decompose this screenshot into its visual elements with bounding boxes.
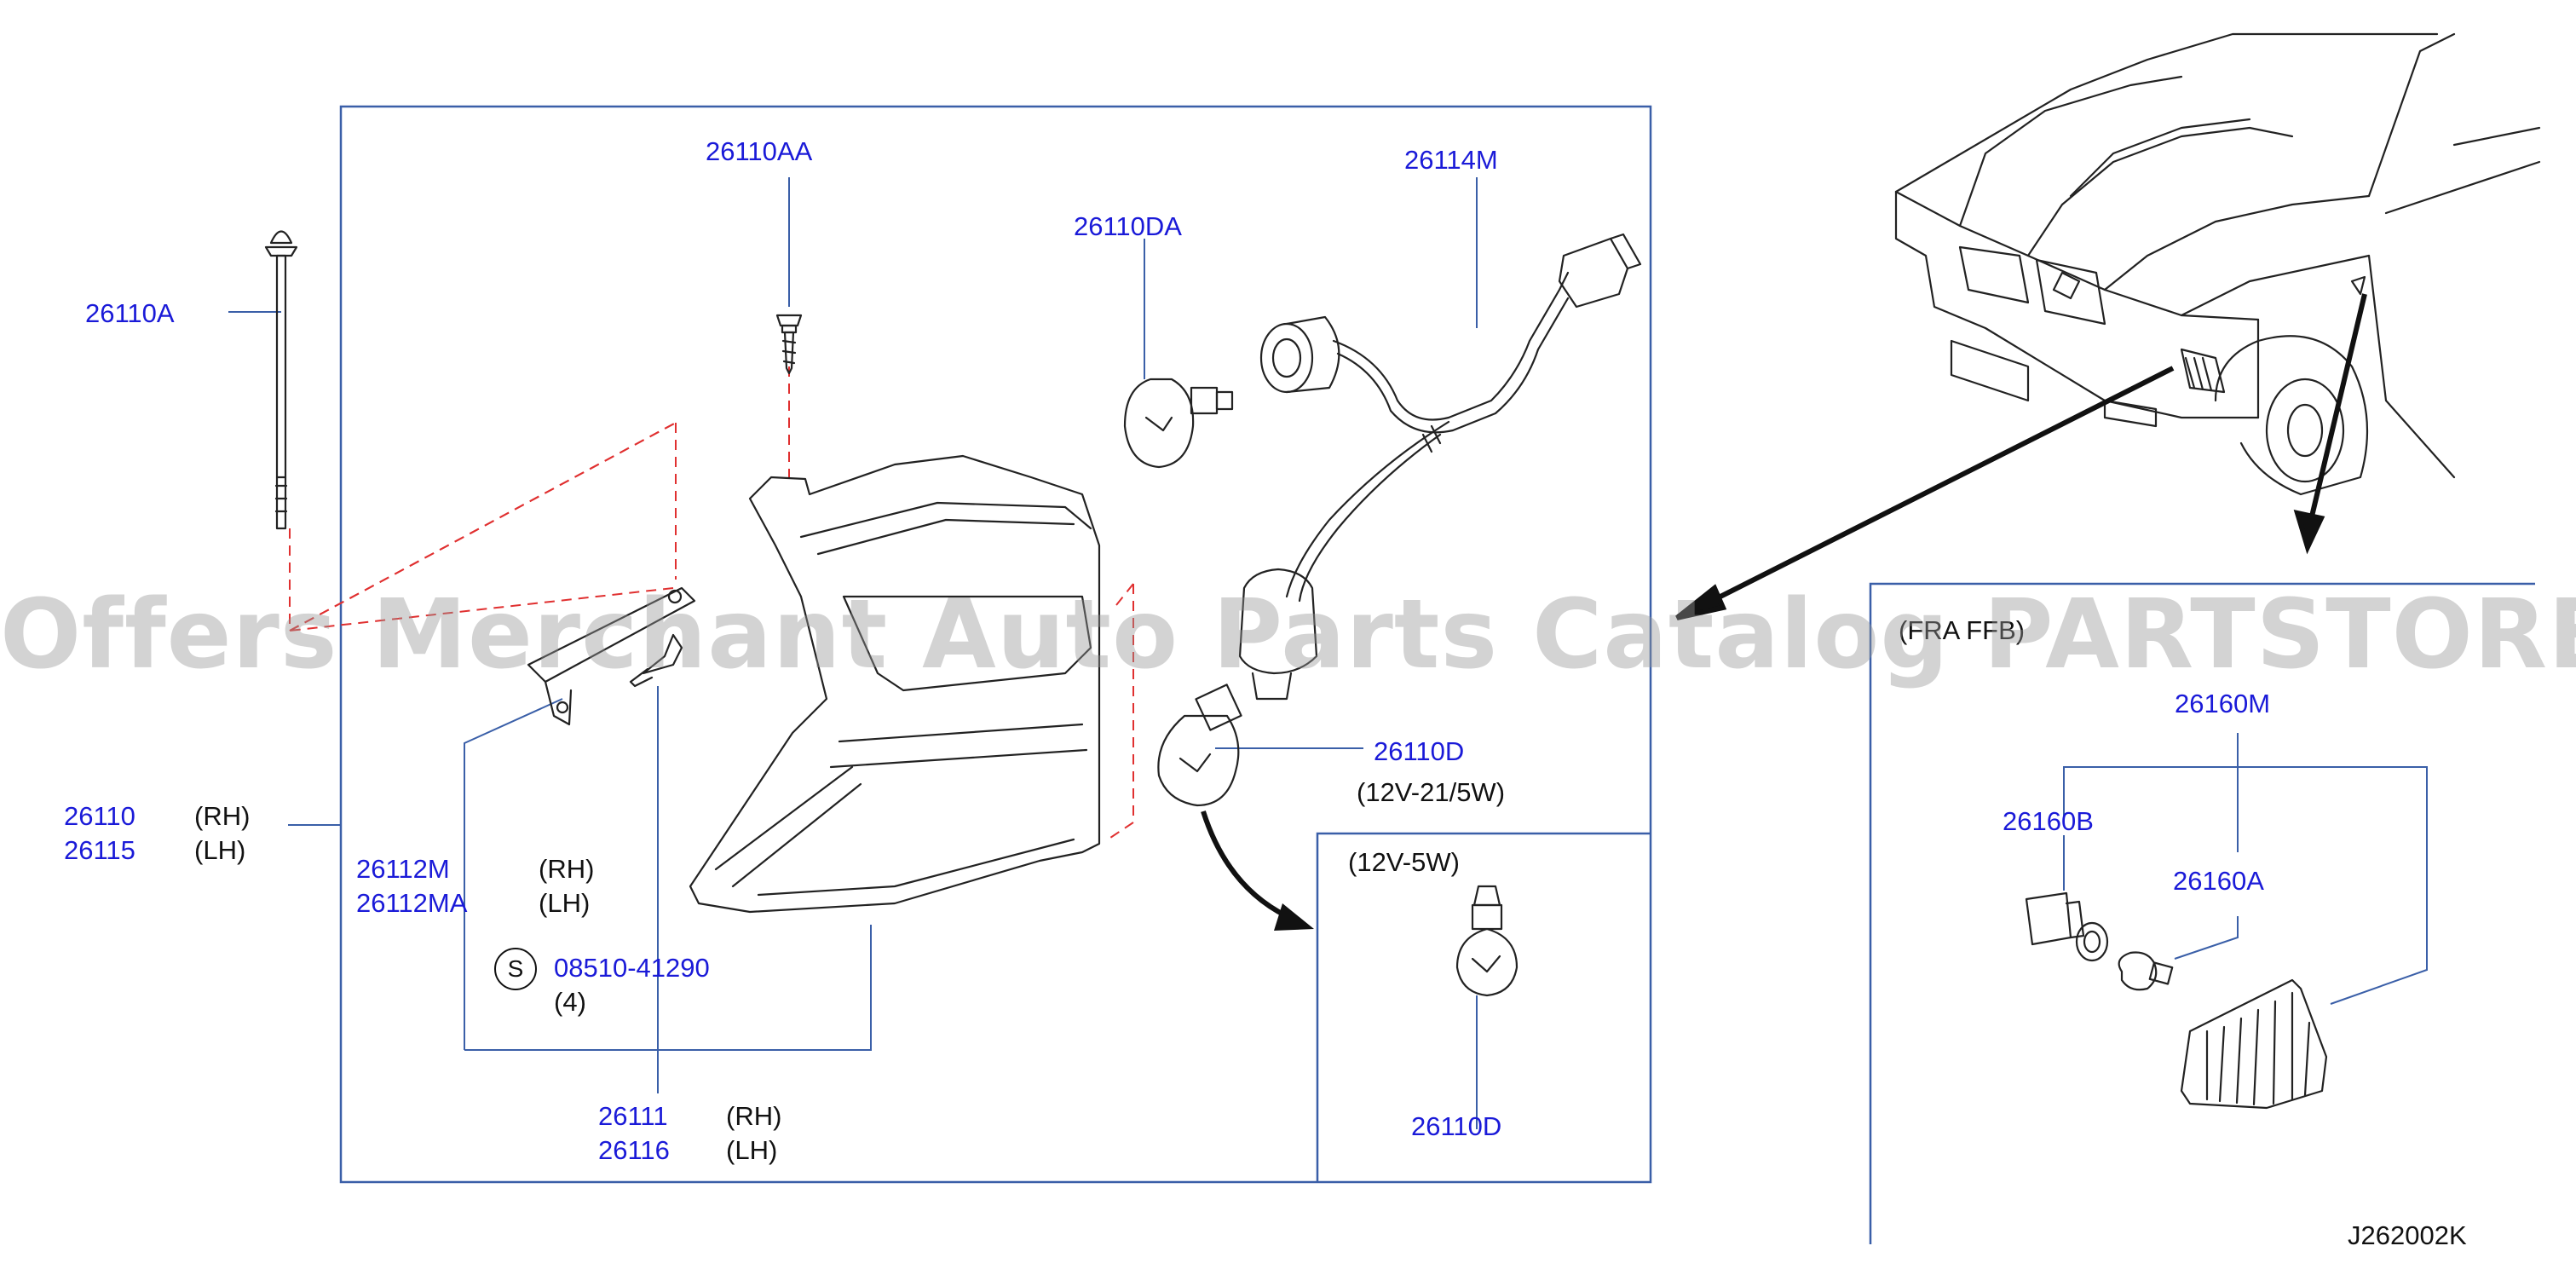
part-26110D-main[interactable]: 26110D [1374,736,1465,766]
part-26112M[interactable]: 26112M [356,854,450,884]
part-26114M[interactable]: 26114M [1404,145,1498,175]
main-frame [339,105,1652,1184]
side-26116: (LH) [726,1135,778,1165]
bulb-subframe [1316,832,1651,1182]
standard-part-s-mark: S [494,948,537,990]
spec-12v-21-5w: (12V-21/5W) [1357,777,1506,807]
part-26115[interactable]: 26115 [64,835,135,865]
inset-frame [1869,582,2535,1244]
side-26112MA: (LH) [539,888,591,918]
diagram-code: J262002K [2348,1220,2467,1250]
part-26160A[interactable]: 26160A [2173,866,2264,896]
side-26115: (LH) [194,835,246,865]
part-26110DA[interactable]: 26110DA [1074,211,1182,241]
inset-heading: (FRA FFB) [1899,615,2026,645]
watermark: Offers Merchant Auto Parts Catalog PARTS… [0,580,2576,690]
part-26160B[interactable]: 26160B [2003,806,2094,836]
side-26111: (RH) [726,1101,782,1131]
part-26111[interactable]: 26111 [598,1101,668,1131]
part-26112MA[interactable]: 26112MA [356,888,468,918]
part-26160M[interactable]: 26160M [2175,689,2271,718]
side-26110: (RH) [194,801,251,831]
part-26110AA[interactable]: 26110AA [706,136,813,166]
part-26110A[interactable]: 26110A [85,298,175,328]
side-26112M: (RH) [539,854,595,884]
qty-08510-41290: (4) [554,987,586,1017]
part-08510-41290[interactable]: 08510-41290 [554,953,710,983]
part-26110D-sub[interactable]: 26110D [1411,1111,1502,1141]
spec-12v-5w: (12V-5W) [1348,847,1460,877]
part-26110[interactable]: 26110 [64,801,135,831]
part-26116[interactable]: 26116 [598,1135,670,1165]
